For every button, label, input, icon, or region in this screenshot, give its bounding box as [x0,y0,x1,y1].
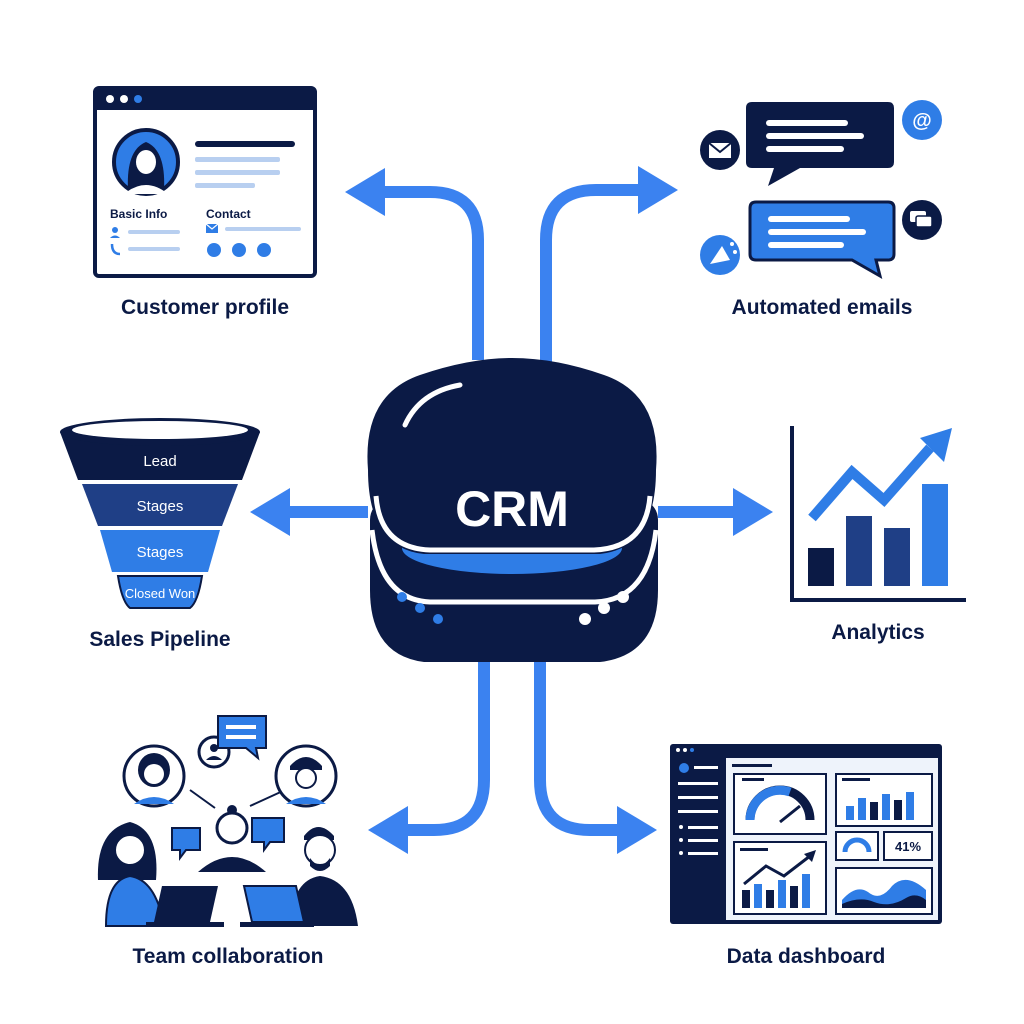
arrowhead-automated-emails [638,166,678,214]
automated-emails-graphic: @ [700,100,942,280]
pipeline-stage-3: Stages [137,544,184,561]
avatar [112,128,180,196]
customer-profile-card: Basic Info Contact [93,86,317,278]
chat-bubble-top [217,715,267,761]
dashboard-percent-value: 41% [895,839,921,854]
laptop-icon [146,886,224,927]
arrowhead-data-dashboard [617,806,657,854]
mail-icon [205,223,219,233]
basic-info-label: Basic Info [110,207,167,221]
data-dashboard-graphic: 41% [670,744,942,924]
chat-icon [902,200,942,240]
megaphone-icon [700,235,740,275]
sales-pipeline-caption: Sales Pipeline [89,628,230,651]
arrowhead-analytics [733,488,773,536]
envelope-icon [700,130,740,170]
contact-label: Contact [206,207,251,221]
phone-icon [110,243,121,256]
user-icon [110,227,120,238]
customer-profile-caption: Customer profile [121,296,289,319]
arrowhead-customer-profile [345,168,385,216]
arrowhead-team-collaboration [368,806,408,854]
teammate-center [198,805,266,872]
arrow-to-customer-profile [382,186,484,360]
teammate-avatar-left [122,744,186,808]
pipeline-stage-closed-won: Closed Won [125,586,196,601]
teammate-man [290,827,358,926]
at-sign-icon: @ [902,100,942,140]
svg-text:@: @ [912,110,932,132]
analytics-caption: Analytics [831,621,924,644]
connector-arrows [250,166,773,854]
analytics-chart-graphic [790,426,966,602]
arrow-to-team-collaboration [405,662,490,836]
teammate-woman [97,822,166,927]
arrowhead-sales-pipeline [250,488,290,536]
crm-hub: CRM [367,358,659,662]
crm-hub-title: CRM [455,481,569,537]
data-dashboard-caption: Data dashboard [727,945,886,968]
automated-emails-caption: Automated emails [732,296,913,319]
team-collaboration-caption: Team collaboration [133,945,324,968]
pipeline-stage-2: Stages [137,498,184,515]
team-collaboration-graphic [97,715,358,927]
arrow-to-data-dashboard [534,662,620,836]
teammate-avatar-right [274,744,338,808]
laptop-icon [240,885,314,927]
pipeline-stage-lead: Lead [143,453,176,470]
sales-pipeline-funnel: Lead Stages Stages Closed Won [60,418,260,609]
arrow-to-automated-emails [540,184,640,362]
